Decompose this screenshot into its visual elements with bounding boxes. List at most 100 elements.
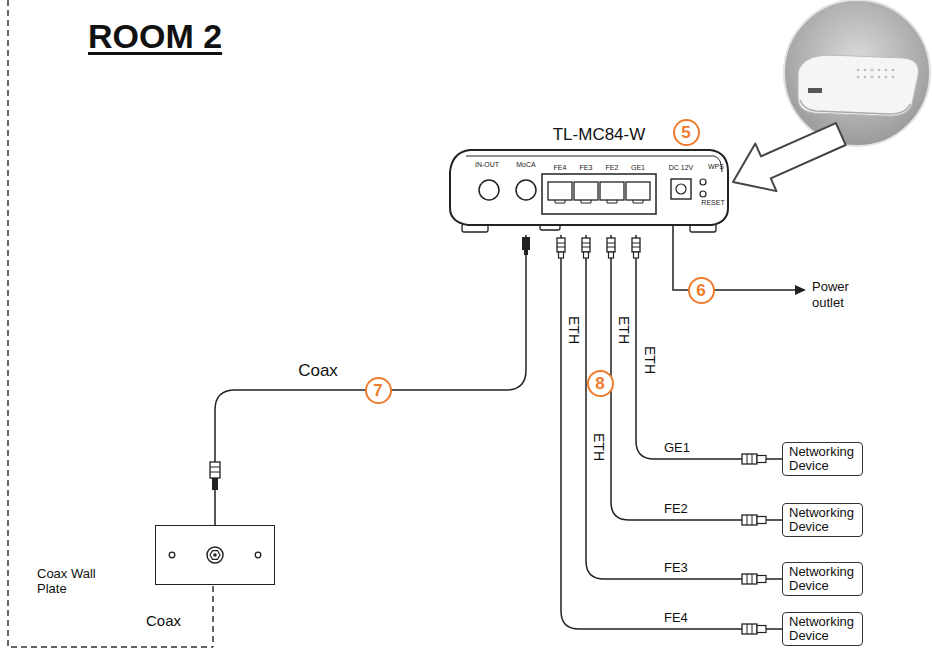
device-photo bbox=[878, 69, 881, 72]
wall-plate-jack bbox=[255, 552, 261, 558]
networking-device-box: Networking Device bbox=[782, 612, 863, 646]
rj45-plug bbox=[742, 515, 757, 525]
rj45-plug bbox=[747, 454, 752, 464]
pointer-arrow bbox=[722, 110, 851, 205]
in-wall-coax-label: Coax bbox=[146, 612, 181, 630]
coax-plug bbox=[210, 467, 220, 472]
ethernet-cable bbox=[586, 235, 782, 579]
wall-plate-jack bbox=[169, 552, 175, 558]
rj45-plug bbox=[747, 515, 752, 525]
pointer-arrow bbox=[722, 110, 851, 205]
networking-device-box: Networking Device bbox=[782, 442, 863, 476]
device-photo bbox=[857, 76, 860, 79]
rj45-plug bbox=[747, 624, 752, 634]
button-name: RESET bbox=[701, 199, 724, 207]
mediaconverter-drawing bbox=[450, 150, 728, 232]
rj45-plug bbox=[584, 252, 589, 258]
device-photo bbox=[798, 55, 918, 116]
mediaconverter-drawing bbox=[450, 150, 728, 225]
room-boundary bbox=[8, 0, 213, 647]
wall-plate-jack bbox=[169, 547, 261, 563]
port-name: FE3 bbox=[580, 164, 593, 172]
power-arrowhead bbox=[795, 285, 806, 295]
device-photo bbox=[871, 76, 874, 79]
device-photo bbox=[864, 69, 867, 72]
button-name: WPS bbox=[708, 163, 724, 171]
box-label: Networking Device bbox=[789, 615, 856, 643]
cable-label: ETH bbox=[566, 315, 581, 345]
mediaconverter-drawing bbox=[626, 182, 650, 200]
device-photo bbox=[864, 76, 867, 79]
mediaconverter-drawing bbox=[542, 174, 656, 214]
device-photo bbox=[808, 88, 822, 93]
rj45-plug bbox=[557, 243, 565, 247]
coax-plug bbox=[522, 237, 530, 250]
rj45-plug bbox=[607, 243, 615, 247]
port-name: FE4 bbox=[554, 164, 567, 172]
mediaconverter-drawing bbox=[479, 180, 499, 200]
mediaconverter-drawing bbox=[548, 182, 572, 200]
callout-number: 8 bbox=[587, 370, 614, 397]
device-photo bbox=[798, 55, 918, 116]
cable-label: ETH bbox=[591, 432, 606, 462]
device-photo bbox=[885, 69, 888, 72]
cable-label: ETH bbox=[616, 315, 631, 345]
rj45-plug bbox=[742, 624, 757, 634]
cable-port-name: GE1 bbox=[664, 440, 690, 455]
port-name: GE1 bbox=[631, 164, 645, 172]
rj45-plug bbox=[757, 626, 766, 633]
coax-plug bbox=[210, 462, 220, 478]
wall-plate-jack bbox=[213, 553, 217, 557]
device-photo bbox=[857, 69, 860, 72]
rj45-plug bbox=[582, 243, 590, 247]
ethernet-cable bbox=[611, 235, 782, 520]
cable-port-name: FE2 bbox=[664, 501, 688, 516]
rj45-plug bbox=[609, 252, 614, 258]
mediaconverter-drawing bbox=[676, 184, 686, 194]
plate-label: Coax Wall Plate bbox=[37, 566, 101, 596]
mediaconverter-drawing bbox=[466, 156, 722, 172]
device-photo bbox=[885, 76, 888, 79]
cable-label: Coax bbox=[296, 361, 340, 381]
cable-port-name: FE4 bbox=[664, 610, 688, 625]
rj45-plug bbox=[742, 574, 757, 584]
rj45-plug bbox=[559, 252, 564, 258]
rj45-plug bbox=[632, 243, 640, 247]
power-outlet-label: Power outlet bbox=[812, 279, 864, 311]
coax-wall-plate: Coax Wall Plate bbox=[155, 525, 275, 585]
device-photo bbox=[784, 0, 930, 146]
ethernet-cable bbox=[561, 235, 782, 629]
coax-plug bbox=[212, 478, 218, 490]
mediaconverter-drawing bbox=[671, 179, 691, 199]
callout-number: 5 bbox=[673, 119, 700, 146]
box-label: Networking Device bbox=[789, 506, 856, 534]
rj45-plug bbox=[757, 517, 766, 524]
wall-plate-jack bbox=[207, 547, 223, 563]
device-photo bbox=[784, 0, 930, 146]
mediaconverter-drawing bbox=[600, 182, 624, 200]
mediaconverter-drawing bbox=[574, 182, 598, 200]
port-name: FE2 bbox=[606, 164, 619, 172]
mediaconverter-drawing bbox=[516, 180, 536, 200]
networking-device-box: Networking Device bbox=[782, 562, 863, 596]
cable-port-name: FE3 bbox=[664, 560, 688, 575]
rj45-plug bbox=[757, 456, 766, 463]
device-photo bbox=[800, 100, 910, 114]
port-name: MoCA bbox=[516, 161, 535, 169]
device-photo bbox=[784, 0, 930, 146]
box-label: Networking Device bbox=[789, 565, 856, 593]
coax-plug bbox=[524, 250, 528, 255]
diagram-title: ROOM 2 bbox=[88, 17, 222, 56]
mediaconverter-drawing bbox=[700, 191, 706, 197]
port-name: IN-OUT bbox=[475, 161, 499, 169]
ethernet-cable bbox=[636, 235, 782, 459]
mediaconverter-drawing bbox=[700, 179, 706, 185]
rj45-plug bbox=[747, 574, 752, 584]
device-photo bbox=[878, 76, 881, 79]
rj45-plug bbox=[557, 238, 565, 252]
coax-cable bbox=[215, 235, 526, 525]
rj45-plug bbox=[742, 454, 757, 464]
device-photo bbox=[857, 69, 895, 79]
rj45-plug bbox=[582, 238, 590, 252]
